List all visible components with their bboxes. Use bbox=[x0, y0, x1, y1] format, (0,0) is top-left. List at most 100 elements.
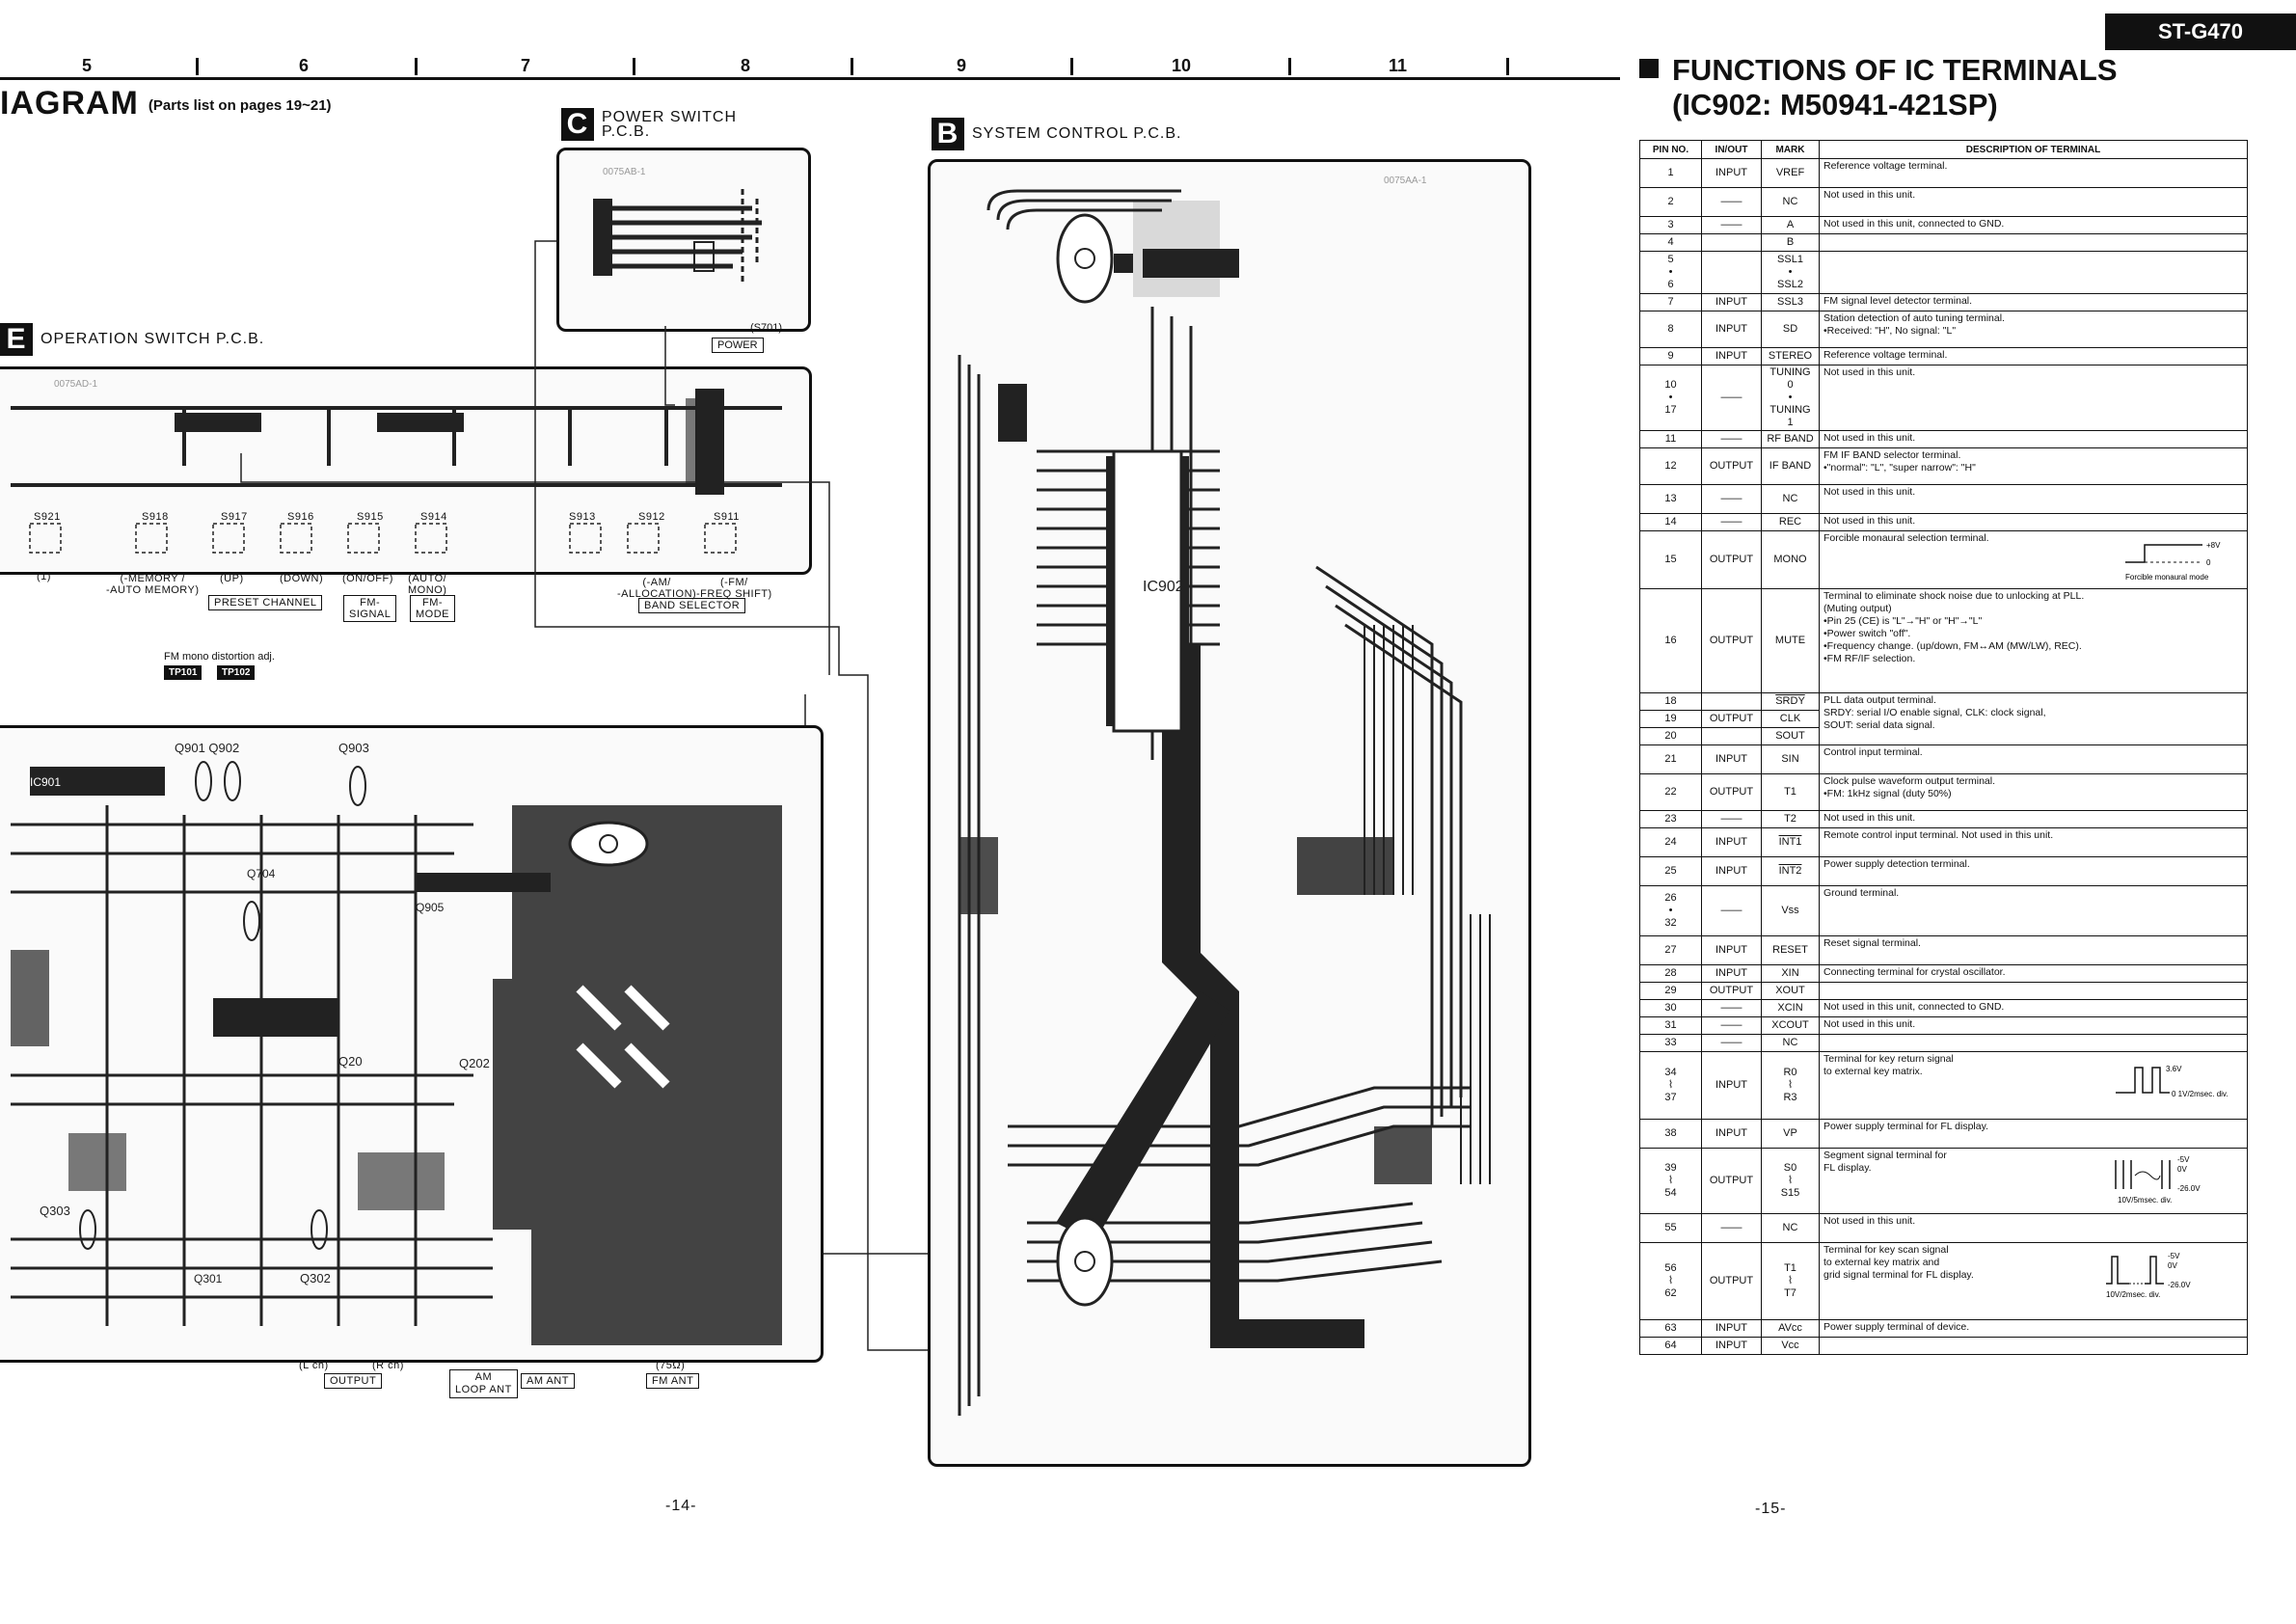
functions-title-line2: (IC902: M50941-421SP) bbox=[1672, 88, 1998, 122]
description-cell: Terminal for key scan signal to external… bbox=[1819, 1242, 2248, 1320]
mark-cell: Vss bbox=[1761, 885, 1820, 936]
ruler-tick bbox=[196, 58, 199, 75]
pin-cell: 15 bbox=[1639, 530, 1702, 589]
description-cell: Control input terminal. bbox=[1819, 744, 2248, 774]
description-cell: Not used in this unit. bbox=[1819, 484, 2248, 514]
tp101-label: TP101 bbox=[164, 665, 203, 680]
mono-lo-label: 0 bbox=[2206, 558, 2211, 567]
inout-cell: —— bbox=[1701, 365, 1762, 431]
description-text: Not used in this unit. bbox=[1823, 812, 1916, 824]
power-switch-traces: 0075AB-1 bbox=[593, 167, 762, 285]
description-text: Reference voltage terminal. bbox=[1823, 160, 1948, 172]
s-hi-label: -5V bbox=[2177, 1155, 2190, 1164]
label-up: (UP) bbox=[220, 573, 244, 584]
bullet-square bbox=[1639, 59, 1659, 78]
mark-cell: A bbox=[1761, 216, 1820, 234]
pin-cell: 34 ⌇ 37 bbox=[1639, 1051, 1702, 1120]
pin-cell: 38 bbox=[1639, 1119, 1702, 1149]
description-cell: Not used in this unit, connected to GND. bbox=[1819, 216, 2248, 234]
mark-cell: SD bbox=[1761, 311, 1820, 348]
ruler-col: 5 bbox=[82, 56, 93, 75]
description-text: Remote control input terminal. Not used … bbox=[1823, 829, 2054, 841]
svg-text:Q302: Q302 bbox=[300, 1271, 331, 1286]
label-automono: (AUTO/ MONO) bbox=[408, 573, 447, 596]
inout-cell: OUTPUT bbox=[1701, 447, 1762, 485]
mark-cell: T1 ⌇ T7 bbox=[1761, 1242, 1820, 1320]
ic-terminal-table: PIN NO. IN/OUT MARK DESCRIPTION OF TERMI… bbox=[1639, 140, 2248, 1355]
tuner-main-pcb: IC901 Q901 Q902 Q903 Q704 Q905 Q20 Q202 … bbox=[0, 725, 824, 1363]
svg-text:Q704: Q704 bbox=[247, 867, 276, 880]
description-cell: FM signal level detector terminal. bbox=[1819, 293, 2248, 311]
description-text: Not used in this unit, connected to GND. bbox=[1823, 1001, 2005, 1013]
ruler-col: 6 bbox=[299, 56, 310, 75]
pin-cell: 29 bbox=[1639, 982, 1702, 1000]
description-cell bbox=[1819, 1034, 2248, 1052]
label-am-ant: AM ANT bbox=[521, 1373, 575, 1389]
description-text: Segment signal terminal for FL display. bbox=[1823, 1150, 1947, 1174]
svg-text:0075AD-1: 0075AD-1 bbox=[54, 379, 97, 390]
tp102-label: TP102 bbox=[217, 665, 256, 680]
switch-s918: S918 bbox=[142, 511, 169, 523]
inout-cell: INPUT bbox=[1701, 293, 1762, 311]
description-text: Ground terminal. bbox=[1823, 887, 1900, 899]
power-switch-ref: (S701) bbox=[750, 322, 783, 334]
inout-cell: —— bbox=[1701, 999, 1762, 1017]
description-text: Not used in this unit. bbox=[1823, 1215, 1916, 1227]
board-letter-e: E bbox=[0, 323, 33, 356]
mark-cell: NC bbox=[1761, 187, 1820, 217]
inout-cell: INPUT bbox=[1701, 1119, 1762, 1149]
inout-cell: OUTPUT bbox=[1701, 1148, 1762, 1214]
board-code: 0075AB-1 bbox=[603, 167, 646, 177]
header-pin: PIN NO. bbox=[1639, 140, 1702, 159]
pin-cell: 9 bbox=[1639, 347, 1702, 365]
description-cell: Not used in this unit. bbox=[1819, 1016, 2248, 1035]
description-cell bbox=[1819, 982, 2248, 1000]
description-cell: Power supply terminal for FL display. bbox=[1819, 1119, 2248, 1149]
system-control-traces: 0075AA-1 IC902 bbox=[958, 176, 1491, 1416]
ruler-col: 8 bbox=[741, 56, 751, 75]
mark-cell: XCIN bbox=[1761, 999, 1820, 1017]
description-cell: Not used in this unit. bbox=[1819, 1213, 2248, 1243]
r-lo-label: 0 1V/2msec. div. bbox=[2172, 1090, 2228, 1098]
mark-cell: IF BAND bbox=[1761, 447, 1820, 485]
inout-cell: INPUT bbox=[1701, 1337, 1762, 1355]
power-switch-name: POWER SWITCH P.C.B. bbox=[602, 109, 737, 140]
fm-mono-adj-note: FM mono distortion adj. bbox=[164, 651, 275, 663]
mark-cell: R0 ⌇ R3 bbox=[1761, 1051, 1820, 1120]
inout-cell: INPUT bbox=[1701, 347, 1762, 365]
description-cell: Not used in this unit. bbox=[1819, 365, 2248, 431]
description-cell: Connecting terminal for crystal oscillat… bbox=[1819, 964, 2248, 983]
pin-cell: 19 bbox=[1639, 710, 1702, 728]
pin-cell: 13 bbox=[1639, 484, 1702, 514]
ruler-col: 9 bbox=[957, 56, 967, 75]
pin-cell: 30 bbox=[1639, 999, 1702, 1017]
label-band-selector: BAND SELECTOR bbox=[638, 598, 746, 613]
pin-cell: 56 ⌇ 62 bbox=[1639, 1242, 1702, 1320]
description-text: Reference voltage terminal. bbox=[1823, 349, 1948, 361]
mark-cell: XIN bbox=[1761, 964, 1820, 983]
description-text: FM IF BAND selector terminal. •"normal":… bbox=[1823, 449, 1976, 474]
label-fm-mode: FM- MODE bbox=[410, 595, 455, 622]
label-lch: (L ch) bbox=[299, 1360, 329, 1371]
power-switch-button-label: POWER bbox=[712, 338, 764, 353]
svg-text:IC901: IC901 bbox=[30, 775, 61, 789]
inout-cell: —— bbox=[1701, 216, 1762, 234]
mark-cell: INT1 bbox=[1761, 827, 1820, 857]
pin-cell: 2 bbox=[1639, 187, 1702, 217]
mark-cell: CLK bbox=[1761, 710, 1820, 728]
operation-switch-name: OPERATION SWITCH P.C.B. bbox=[41, 331, 265, 348]
model-badge: ST-G470 bbox=[2105, 14, 2296, 50]
ruler-tick bbox=[1070, 58, 1073, 75]
s-mid-label: 0V bbox=[2177, 1165, 2187, 1174]
description-text: Not used in this unit. bbox=[1823, 515, 1916, 527]
mark-cell: SOUT bbox=[1761, 727, 1820, 745]
mark-cell: XCOUT bbox=[1761, 1016, 1820, 1035]
pin-cell: 3 bbox=[1639, 216, 1702, 234]
